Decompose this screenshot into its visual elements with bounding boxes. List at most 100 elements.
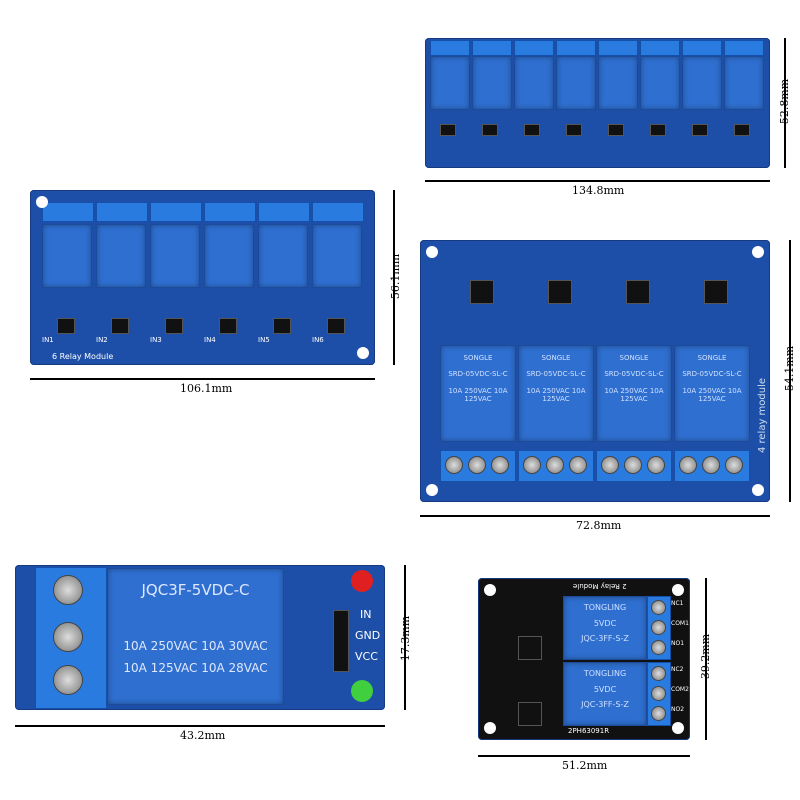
relay [724,56,764,110]
eight-relay-board [425,38,770,168]
relay [204,224,254,288]
terminal-block [150,202,202,222]
height-label: 52.8mm [778,78,792,125]
pin-label: IN5 [258,336,270,344]
relay [258,224,308,288]
optocoupler [470,280,494,304]
board-label: 2 Relay Module [573,582,627,590]
terminal-block [204,202,256,222]
terminal-block [556,40,596,56]
dimension-line [404,565,406,710]
terminal-label: NC2 [671,666,684,673]
relay [682,56,722,110]
relay-text: TONGLING [583,669,627,678]
terminal-label: NC1 [671,600,684,607]
optocoupler [524,124,540,136]
dimension-line [30,378,375,380]
mount-hole [484,722,496,734]
relay-text: TONGLING [583,603,627,612]
width-label: 134.8mm [572,184,625,197]
relay-spec: 10A 250VAC 10A 30VAC [123,639,268,653]
optocoupler [548,280,572,304]
terminal-label: COM1 [671,620,689,627]
relay: TONGLING 5VDC JQC-3FF-S-Z [563,596,647,660]
screw [601,456,619,474]
optocoupler [165,318,183,334]
terminal-block [514,40,554,56]
relay [514,56,554,110]
optocoupler [626,280,650,304]
dimension-line [425,180,770,182]
optocoupler [734,124,750,136]
pin-label: IN6 [312,336,324,344]
relay [430,56,470,110]
mount-hole [426,484,438,496]
terminal-block [598,40,638,56]
optocoupler [273,318,291,334]
relay-spec: 10A 125VAC 10A 28VAC [123,661,268,676]
mount-hole [357,347,369,359]
screw [651,666,666,681]
relay-text: 5VDC [593,618,617,628]
screw [651,600,666,615]
terminal-label: NO2 [671,706,685,713]
optocoupler [111,318,129,334]
screw [647,456,665,474]
mount-hole [672,722,684,734]
terminal-block [312,202,364,222]
pin-label: IN3 [150,336,162,344]
relay [96,224,146,288]
relay-text: 10A 250VAC 10A 125VAC [448,386,508,404]
relay-text: SONGLE [463,354,493,362]
screw [546,456,564,474]
relay [150,224,200,288]
dimension-line [784,38,786,168]
pin-label: GND [355,629,381,642]
mount-hole [672,584,684,596]
height-label: 56.1mm [389,253,403,300]
terminal-block [258,202,310,222]
mount-hole [36,196,48,208]
terminal-block [472,40,512,56]
relay [312,224,362,288]
screw [569,456,587,474]
width-label: 72.8mm [576,519,622,532]
optocoupler [650,124,666,136]
screw [725,456,743,474]
terminal-block [96,202,148,222]
screw [523,456,541,474]
relay [640,56,680,110]
dimension-line [420,515,770,517]
optocoupler [518,636,542,660]
board-label: 4 relay module [757,377,769,454]
height-label: 17.3mm [399,615,413,662]
screw [445,456,463,474]
pin-label: IN2 [96,336,108,344]
screw [679,456,697,474]
optocoupler [57,318,75,334]
width-label: 106.1mm [180,382,233,395]
relay-text: SONGLE [697,354,727,362]
screw [651,640,666,655]
relay [42,224,92,288]
optocoupler [608,124,624,136]
relay-text: SRD-05VDC-SL-C [526,370,586,379]
relay-text: JQC-3FF-S-Z [581,634,629,644]
relay [598,56,638,110]
optocoupler [327,318,345,334]
height-label: 54.1mm [783,345,797,392]
dimension-line [15,725,385,727]
relay-text: SONGLE [541,354,571,362]
screw [702,456,720,474]
screw [624,456,642,474]
mount-hole [752,246,764,258]
optocoupler [692,124,708,136]
dimension-line [478,755,690,757]
width-label: 51.2mm [562,759,608,772]
